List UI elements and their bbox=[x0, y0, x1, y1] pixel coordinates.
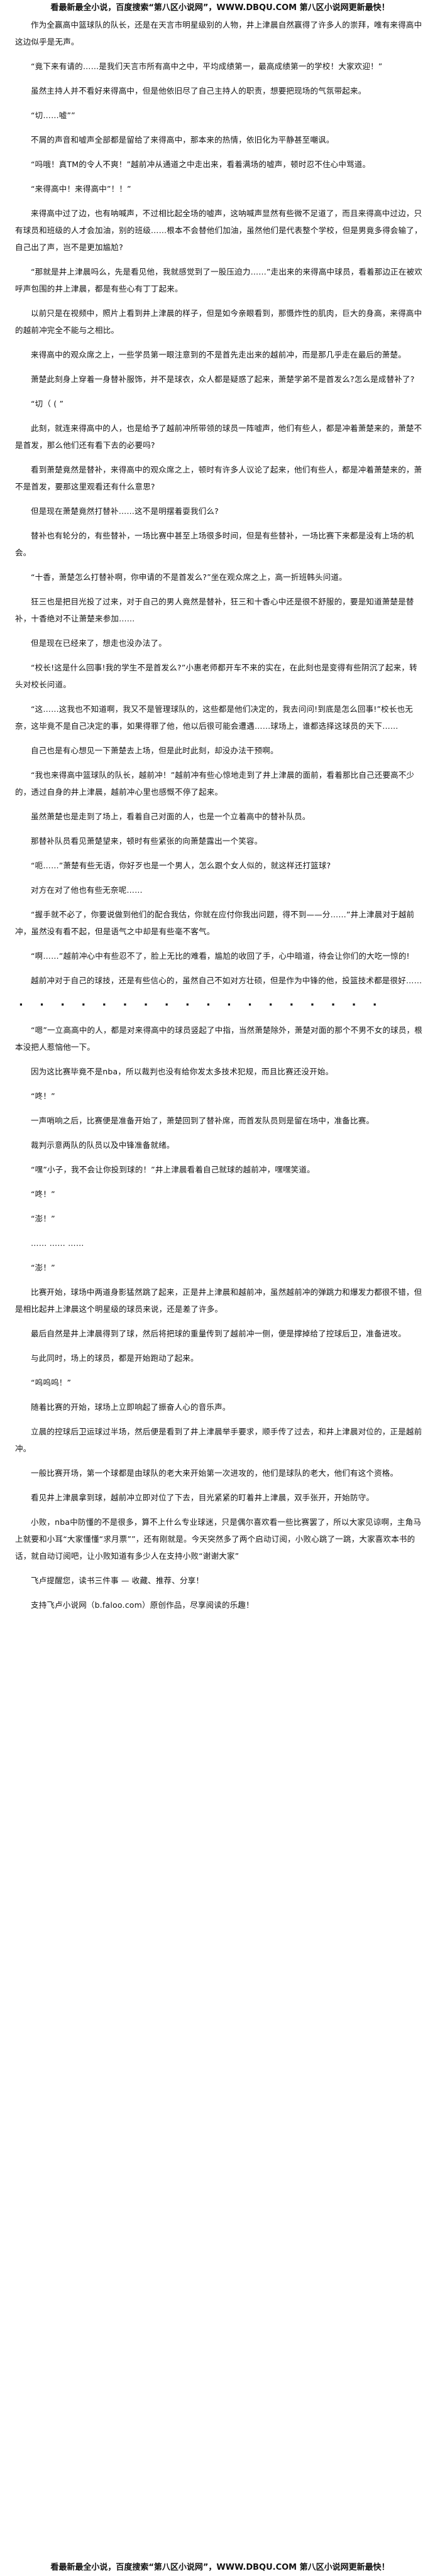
paragraph: 替补也有轮分的，有些替补，一场比赛中甚至上场很多时间，但是有些替补，一场比赛下来… bbox=[15, 531, 414, 557]
paragraph: “竟下来有请的……是我们天言市所有高中之中，平均成绩第一，最高成绩第一的学校！大… bbox=[31, 62, 383, 71]
paragraph: 比赛开始，球场中两道身影猛然跳了起来，正是井上津晨和越前冲，虽然越前冲的弹跳力和… bbox=[15, 1287, 422, 1314]
paragraph: …… …… …… bbox=[31, 1238, 84, 1248]
paragraph: 看到萧楚竟然是替补，来得高中的观众席之上，顿时有许多人议论了起来，他们有些人，都… bbox=[15, 465, 422, 491]
paragraph: 但是现在萧楚竟然打替补……这不是明摆着耍我们么? bbox=[31, 506, 219, 516]
paragraph: 因为这比赛毕竟不是nba，所以裁判也没有给你发太多技术犯规，而且比赛还没开始。 bbox=[31, 1067, 334, 1076]
paragraph: “嗯”一立高高中的人，都是对来得高中的球员竖起了中指，当然萧楚除外，萧楚对面的那… bbox=[15, 1025, 422, 1052]
paragraph: 最后自然是井上津晨得到了球，然后将把球的重量传到了越前冲一侧，便是撑掉给了控球后… bbox=[31, 1329, 406, 1338]
paragraph: “澎！” bbox=[31, 1263, 55, 1272]
paragraph: 萧楚此刻身上穿着一身替补服饰，并不是球衣，众人都是疑惑了起来，萧楚学弟不是首发么… bbox=[31, 374, 415, 384]
paragraph: 此刻，就连来得高中的人，也是给予了越前冲所带领的球员一阵嘘声，他们有些人，都是冲… bbox=[15, 423, 422, 450]
paragraph: 那替补队员看见萧楚望来，顿时有些紧张的向萧楚露出一个笑容。 bbox=[31, 836, 263, 846]
paragraph: 看见井上津晨拿到球，越前冲立即对位了下去，目光紧紧的盯着井上津晨，双手张开，开始… bbox=[31, 1493, 375, 1502]
paragraph: 不屑的声音和嘘声全部都是留给了来得高中，那本来的热情，依旧化为平静甚至嘲讽。 bbox=[31, 135, 334, 145]
paragraph: “我也来得高中篮球队的队长，越前冲！”越前冲有些心惊地走到了井上津晨的面前，看着… bbox=[15, 770, 415, 797]
bottom-banner: 看最新最全小说，百度搜索“第八区小说网”，WWW.DBQU.COM 第八区小说网… bbox=[50, 2563, 390, 2572]
paragraph: 狂三也是把目光投了过来，对于自己的男人竟然是替补，狂三和十香心中还是很不舒服的，… bbox=[15, 597, 414, 623]
paragraph: 虽然主持人并不看好来得高中，但是他依旧尽了自己主持人的职责，想要把现场的气氛带起… bbox=[31, 86, 366, 96]
paragraph: “这……这我也不知道啊，我又不是管理球队的，这些都是他们决定的，我去问问!到底是… bbox=[15, 704, 413, 731]
paragraph: “切……嘘”” bbox=[31, 111, 75, 120]
top-banner: 看最新最全小说，百度搜索“第八区小说网”，WWW.DBQU.COM 第八区小说网… bbox=[50, 3, 390, 13]
paragraph: 越前冲对于自己的球技，还是有些信心的，虽然自己不如对方壮硕，但是作为中锋的他，投… bbox=[31, 976, 422, 985]
paragraph: “啊……”越前冲心中有些忍不了，脸上无比的难看，尴尬的收回了手，心中暗道，待会让… bbox=[31, 951, 410, 961]
paragraph: 以前只是在视频中，照片上看到井上津晨的样子，但是如今亲眼看到，那慑炸性的肌肉，巨… bbox=[15, 308, 422, 335]
reminder-text: 支持飞卢小说网（b.faloo.com）原创作品，尽享阅读的乐趣！ bbox=[31, 1600, 254, 1610]
paragraph: 随着比赛的开始，球场上立即响起了振奋人心的音乐声。 bbox=[31, 1402, 231, 1412]
paragraph: 一般比赛开场，第一个球都是由球队的老大来开始第一次进攻的，他们是球队的老大，他们… bbox=[31, 1468, 399, 1478]
paragraph: “十香，萧楚怎么打替补啊，你申请的不是首发么?”坐在观众席之上，高一折班韩头问道… bbox=[31, 572, 347, 582]
paragraph: 但是现在已经来了，想走也没办法了。 bbox=[31, 638, 167, 648]
paragraph: “咚！” bbox=[31, 1189, 55, 1199]
paragraph: “澎！” bbox=[31, 1214, 55, 1223]
paragraph: “嘿”小子，我不会让你投到球的！”井上津晨看着自己就球的越前冲，嘿嘿笑道。 bbox=[31, 1165, 315, 1174]
paragraph: 对方在对了他也有些无奈呢…… bbox=[31, 885, 143, 895]
paragraph: “吗哦！真TM的令人不爽！”越前冲从通道之中走出来，看着满场的嘘声，顿时忍不住心… bbox=[31, 160, 371, 169]
paragraph: “呜呜呜！” bbox=[31, 1378, 72, 1387]
paragraph: 裁判示意两队的队员以及中锋准备就绪。 bbox=[31, 1140, 175, 1150]
author-note: 飞卢提醒您，读书三件事 — 收藏、推荐、分享！ bbox=[31, 1576, 204, 1585]
paragraph: “那就是井上津晨吗么，先是看见他，我就感觉到了一股压迫力……”走出来的来得高中球… bbox=[15, 267, 422, 293]
paragraph: “来得高中！来得高中”！！” bbox=[31, 184, 131, 194]
paragraph: 与此同时，场上的球员，都是开始跑动了起来。 bbox=[31, 1353, 199, 1363]
paragraph: “握手就不必了，你要说做到他们的配合我估，你就在应付你我出问题，得不到——分……… bbox=[15, 910, 415, 936]
section-divider: · · · · · · · · · · · · · · · · · · bbox=[19, 998, 383, 1012]
paragraph: 一声哨响之后，比赛便是准备开始了，萧楚回到了替补席，而首发队员则是留在场中，准备… bbox=[31, 1116, 375, 1125]
paragraph: 小败，nba中防懂的不是很多，算不上什么专业球迷，只是偶尔喜欢看一些比赛罢了，所… bbox=[15, 1517, 422, 1561]
paragraph: 作为全赢高中篮球队的队长，还是在天言市明星级别的人物，井上津晨自然赢得了许多人的… bbox=[15, 20, 422, 46]
paragraph: “切（ ( ” bbox=[31, 399, 64, 408]
paragraph: “咚！” bbox=[31, 1091, 55, 1101]
paragraph: 自己也是有心想见一下萧楚去上场，但是此时此刻，却没办法干预啊。 bbox=[31, 746, 278, 755]
paragraph: 来得高中的观众席之上，一些学员第一眼注意到的不是首先走出来的越前冲，而是那几乎走… bbox=[31, 350, 406, 359]
paragraph: “呃……”萧楚有些无语，你好歹也是一个男人，怎么跟个女人似的，就这样还打篮球? bbox=[31, 861, 331, 870]
paragraph: 虽然萧楚也是走到了场上，看着自己对面的人，也是一个立着高中的替补队员。 bbox=[31, 812, 311, 821]
paragraph: “校长!这是什么回事!我的学生不是首发么?”小惠老师都开车不来的实在，在此刻也是… bbox=[15, 663, 417, 689]
paragraph: 来得高中过了边，也有呐喊声，不过相比起全场的嘘声，这呐喊声显然有些微不足道了，而… bbox=[15, 209, 422, 252]
paragraph: 立晨的控球后卫运球过半场，然后便是看到了井上津晨举手要求，顺手传了过去，和井上津… bbox=[15, 1427, 422, 1453]
chapter-content: 作为全赢高中篮球队的队长，还是在天言市明星级别的人物，井上津晨自然赢得了许多人的… bbox=[15, 16, 425, 1613]
